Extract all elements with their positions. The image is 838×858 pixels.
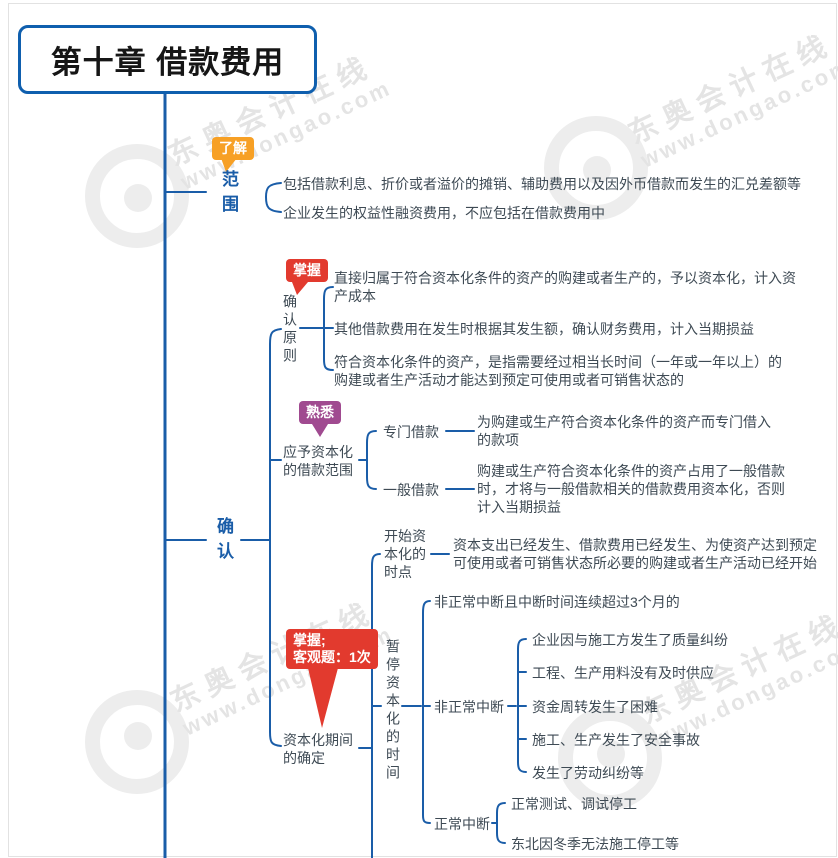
dongao-logo-watermark [583, 156, 611, 184]
tag-pointer [292, 282, 308, 295]
tag-pointer [308, 668, 338, 728]
dongao-logo-watermark [124, 722, 152, 750]
page-title: 第十章 借款费用 [50, 45, 285, 80]
leaf-normal-item: 正常测试、调试停工 [511, 796, 637, 812]
leaf-principle-item: 直接归属于符合资本化条件的资产的购建或者生产的，予以资本化，计入资产成本 [334, 270, 796, 304]
node-special-borrowing: 专门借款 [383, 424, 439, 440]
leaf-scope-item: 包括借款利息、折价或者溢价的摊销、辅助费用以及因外币借款而发生的汇兑差额等 [283, 176, 801, 192]
tag-line: 客观题：1次 [293, 649, 371, 665]
leaf-abnormal-item: 工程、生产用料没有及时供应 [532, 665, 714, 681]
leaf-abnormal-item: 企业因与施工方发生了质量纠纷 [532, 632, 728, 648]
dongao-logo-watermark [124, 184, 152, 212]
priority-tag-liaojie: 了解 [212, 137, 254, 160]
node-capitalization-period: 资本化期间的确定 [283, 732, 353, 766]
node-capitalize-scope: 应予资本化的借款范围 [283, 444, 353, 478]
priority-tag-zhangwo: 掌握 [286, 259, 328, 282]
node-suspend-time: 暂停资本化的时间 [385, 639, 401, 783]
leaf-abnormal-item: 施工、生产发生了安全事故 [532, 732, 700, 748]
tag-pointer [221, 158, 237, 172]
dongao-logo-watermark [597, 740, 625, 768]
canvas-frame [8, 3, 837, 857]
leaf-abnormal-item: 资金周转发生了困难 [532, 699, 658, 715]
tag-line: 掌握; [293, 632, 326, 648]
leaf-scope-item: 企业发生的权益性融资费用，不应包括在借款费用中 [283, 205, 605, 221]
leaf-start-point-desc: 资本支出已经发生、借款费用已经发生、为使资产达到预定可使用或者可销售状态所必要的… [453, 537, 817, 571]
tag-pointer [312, 424, 328, 437]
leaf-suspend-condition: 非正常中断且中断时间连续超过3个月的 [434, 594, 680, 610]
root-node-chapter-title: 第十章 借款费用 [18, 25, 317, 94]
node-abnormal-interruption: 非正常中断 [434, 699, 504, 715]
node-confirm-principle: 确认原则 [282, 294, 298, 366]
node-general-borrowing: 一般借款 [383, 482, 439, 498]
leaf-abnormal-item: 发生了劳动纠纷等 [532, 765, 644, 781]
leaf-principle-item: 符合资本化条件的资产，是指需要经过相当长时间（一年或一年以上）的购建或者生产活动… [334, 354, 782, 388]
node-scope: 范围 [219, 170, 238, 220]
leaf-principle-item: 其他借款费用在发生时根据其发生额，确认财务费用，计入当期损益 [334, 321, 754, 337]
priority-tag-zhangwo-keguanti: 掌握; 客观题：1次 [286, 629, 378, 669]
node-start-point: 开始资本化的时点 [384, 528, 426, 580]
node-normal-interruption: 正常中断 [434, 816, 490, 832]
node-confirm: 确认 [214, 517, 233, 567]
leaf-special-borrowing-desc: 为购建或生产符合资本化条件的资产而专门借入的款项 [477, 414, 771, 448]
leaf-general-borrowing-desc: 购建或生产符合资本化条件的资产占用了一般借款时，才将与一般借款相关的借款费用资本… [477, 463, 785, 515]
leaf-normal-item: 东北因冬季无法施工停工等 [511, 836, 679, 852]
priority-tag-shuxi: 熟悉 [299, 401, 341, 424]
